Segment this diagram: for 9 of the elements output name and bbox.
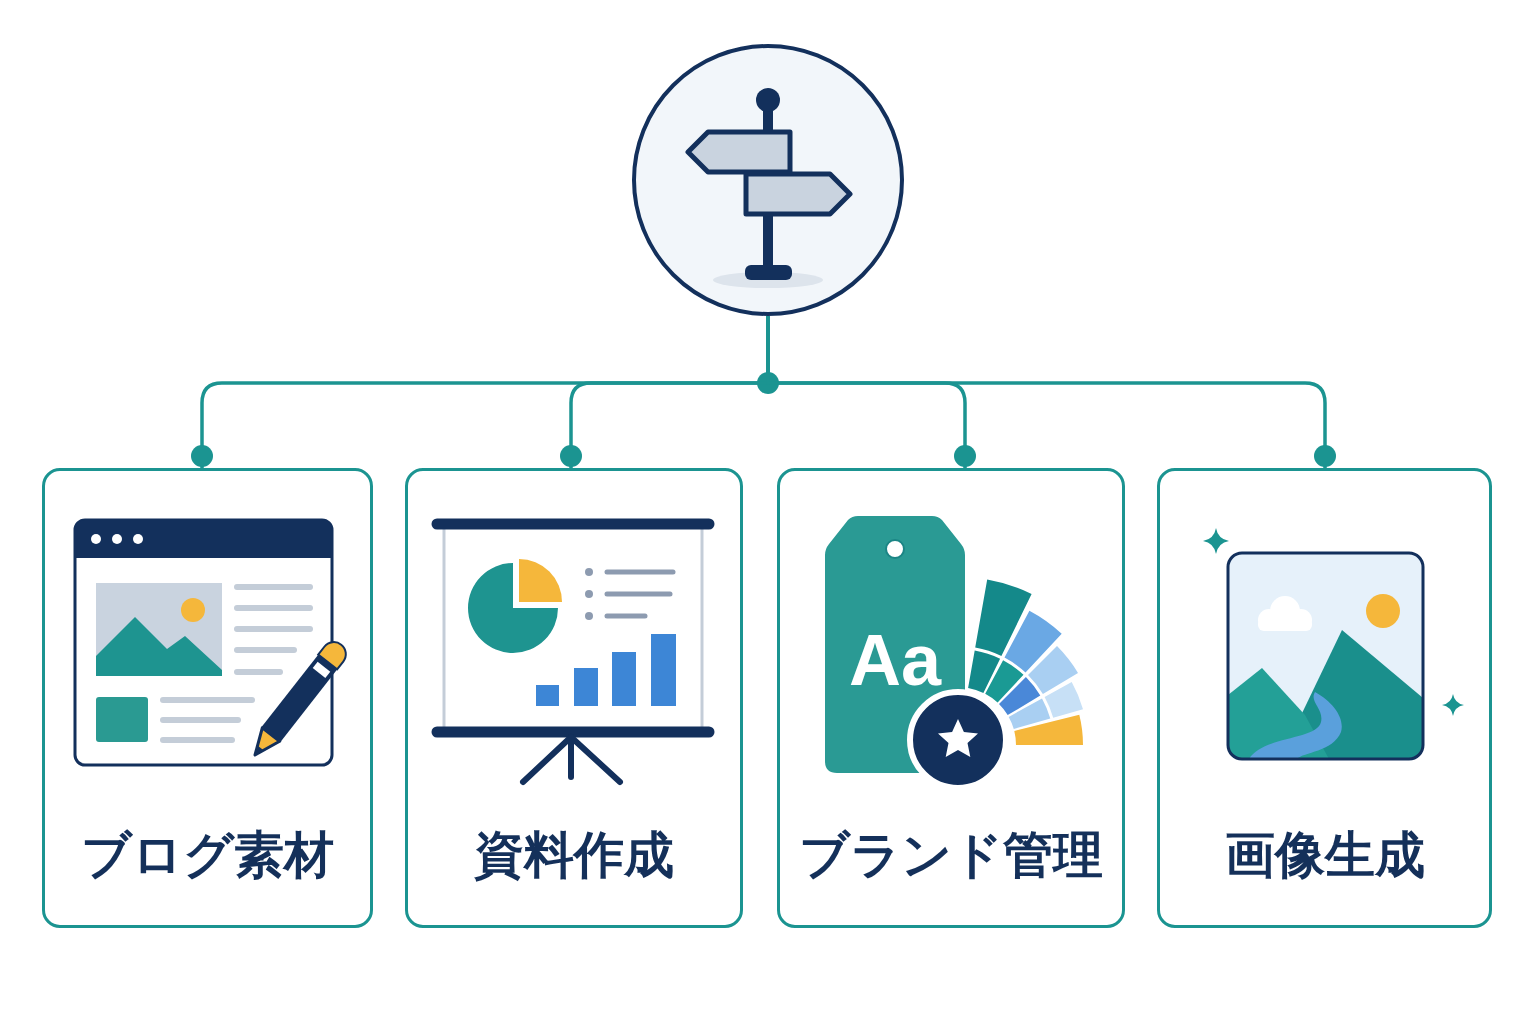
card bbox=[777, 468, 1125, 928]
card bbox=[405, 468, 743, 928]
card-title: ブランド管理 bbox=[799, 825, 1103, 885]
card-title: 資料作成 bbox=[474, 825, 674, 885]
card bbox=[1157, 468, 1492, 928]
tag-text: Aa bbox=[849, 624, 941, 696]
card-title: ブログ素材 bbox=[81, 825, 334, 885]
card bbox=[42, 468, 373, 928]
card-title: 画像生成 bbox=[1224, 825, 1425, 885]
